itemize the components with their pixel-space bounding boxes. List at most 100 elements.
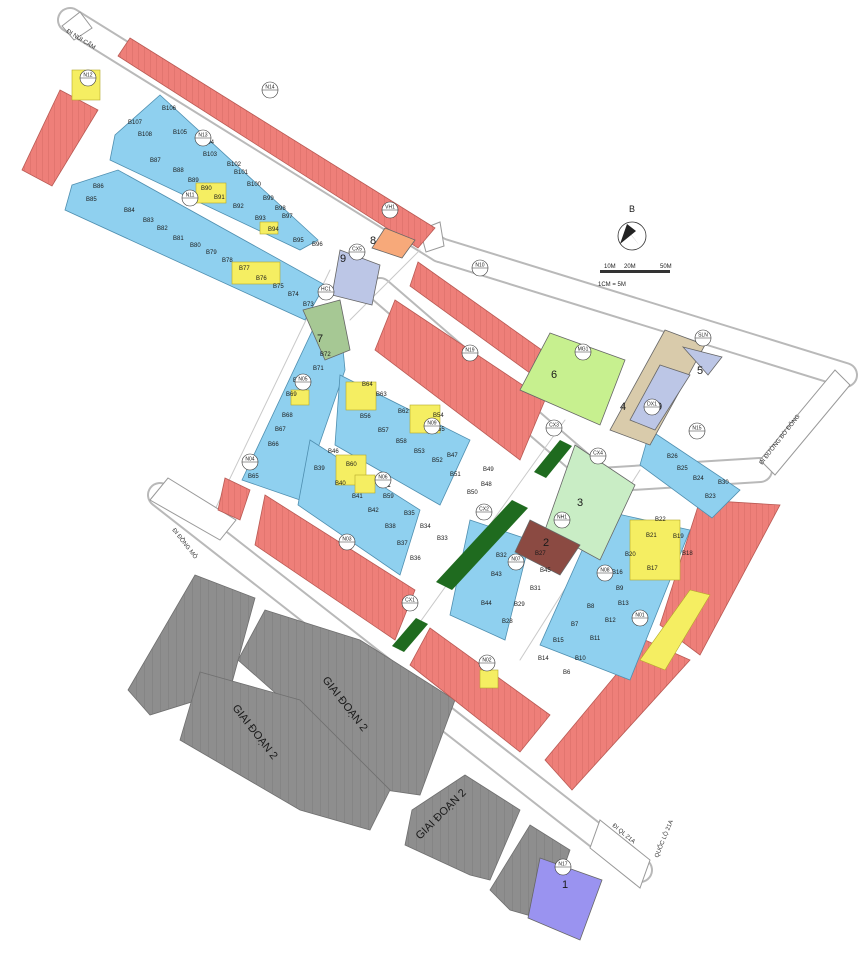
zone-number-5: 5 xyxy=(697,365,703,377)
block-label-b55: B55 xyxy=(434,427,445,433)
block-label-b1: B1 xyxy=(0,0,8,2)
lot-marker-code: N15 xyxy=(692,426,701,432)
strip-N18 xyxy=(374,299,546,461)
block-label-b51: B51 xyxy=(450,472,461,478)
road-label-ql21a-2: QUỐC LỘ 21A xyxy=(653,819,674,859)
block-label-b59: B59 xyxy=(383,494,394,500)
lot-marker-cx5: CX5 xyxy=(348,243,366,261)
lot-marker-code: CX2 xyxy=(479,507,489,513)
block-label-b7: B7 xyxy=(571,622,579,628)
lot-marker-n15: N15 xyxy=(688,422,706,440)
block-label-b26: B26 xyxy=(667,454,678,460)
corner-B41 xyxy=(354,474,376,494)
lot-marker-code: N13 xyxy=(198,133,207,139)
block-label-b49: B49 xyxy=(483,467,494,473)
lot-marker-code: N05 xyxy=(298,377,307,383)
lot-marker-cx2: CX2 xyxy=(475,503,493,521)
block-label-b95: B95 xyxy=(293,238,304,244)
zone-6-park xyxy=(519,332,626,426)
phase2-block-lower xyxy=(179,671,391,831)
block-label-b98: B98 xyxy=(275,206,286,212)
zone-numbers: 1 2 3 4 5 6 7 8 9 9 xyxy=(317,235,703,891)
block-label-b99: B99 xyxy=(263,196,274,202)
block-label-b86: B86 xyxy=(93,184,104,190)
lot-marker-n14: N14 xyxy=(261,81,279,99)
strip-west-corner xyxy=(21,89,99,187)
block-label-b25: B25 xyxy=(677,466,688,472)
zone-9-water-east xyxy=(629,364,691,431)
block-label-b19: B19 xyxy=(673,534,684,540)
corner-B40 xyxy=(335,454,367,486)
zone-number-4: 4 xyxy=(620,401,626,413)
block-label-b75: B75 xyxy=(273,284,284,290)
median-seg-1 xyxy=(534,440,572,478)
scale-bar: 10M 20M 50M 1CM = 5M xyxy=(598,264,672,288)
lot-marker-n03: N03 xyxy=(338,533,356,551)
lot-marker-code: N02 xyxy=(482,658,491,664)
lot-marker-n10: N10 xyxy=(471,259,489,277)
lot-marker-code: SLN xyxy=(698,333,708,339)
lot-marker-code: DX1 xyxy=(647,402,657,408)
block-label-b74: B74 xyxy=(288,292,299,298)
villa-block-B23 xyxy=(639,429,741,519)
lot-marker-dx1: DX1 xyxy=(643,398,661,416)
zone-3-square xyxy=(544,444,636,561)
block-label-b71: B71 xyxy=(313,366,324,372)
block-label-b41: B41 xyxy=(352,494,363,500)
special-zones xyxy=(302,227,723,941)
block-label-b21: B21 xyxy=(646,533,657,539)
block-label-b52: B52 xyxy=(432,458,443,464)
block-label-b24: B24 xyxy=(693,476,704,482)
corner-villas xyxy=(71,69,711,689)
block-label-b20: B20 xyxy=(625,552,636,558)
lot-marker-code: CX4 xyxy=(593,451,603,457)
phase2-areas xyxy=(127,574,571,921)
block-label-b105: B105 xyxy=(173,130,188,136)
block-label-b15: B15 xyxy=(553,638,564,644)
lot-marker-code: NH1 xyxy=(557,515,567,521)
block-label-b3: B3 xyxy=(0,0,8,2)
block-label-b4: B4 xyxy=(0,0,8,2)
block-label-b9: B9 xyxy=(616,586,624,592)
median-seg-2 xyxy=(436,500,528,590)
zone-5 xyxy=(681,346,723,376)
lot-marker-code: VH1 xyxy=(385,205,395,211)
lot-marker-n17: N17 xyxy=(554,858,572,876)
corner-N02 xyxy=(479,669,499,689)
zone-number-3: 3 xyxy=(577,497,583,509)
block-label-b43: B43 xyxy=(491,572,502,578)
block-label-b97: B97 xyxy=(282,214,293,220)
block-label-b73: B73 xyxy=(303,302,314,308)
block-label-b103: B103 xyxy=(203,152,218,158)
lot-marker-code: N08 xyxy=(600,568,609,574)
compass-north-label: B xyxy=(629,204,635,214)
scale-label-10m: 10M xyxy=(604,264,616,270)
block-label-b92: B92 xyxy=(233,204,244,210)
block-label-b33: B33 xyxy=(437,536,448,542)
phase2-block-south xyxy=(404,774,521,881)
block-label-b10: B10 xyxy=(575,656,586,662)
lot-marker-code: N09 xyxy=(427,421,436,427)
lot-marker-code: CX1 xyxy=(405,598,415,604)
lot-marker-n19: N19 xyxy=(461,344,479,362)
lot-marker-code: N11 xyxy=(186,193,195,199)
lot-marker-code: N14 xyxy=(265,85,274,91)
block-label-b6: B6 xyxy=(563,670,571,676)
block-label-b17: B17 xyxy=(647,566,658,572)
block-label-b83: B83 xyxy=(143,218,154,224)
block-label-b56: B56 xyxy=(360,414,371,420)
block-label-b76: B76 xyxy=(256,276,267,282)
scale-label-20m: 20M xyxy=(624,264,636,270)
block-label-b84: B84 xyxy=(124,208,135,214)
corner-B54 xyxy=(345,381,377,411)
zone-number-1: 1 xyxy=(562,879,568,891)
lot-marker-code: MG1 xyxy=(578,347,589,353)
zone-2-culture xyxy=(514,519,581,576)
block-label-b64: B64 xyxy=(362,382,373,388)
villa-block-B106 xyxy=(109,94,319,251)
block-label-b35: B35 xyxy=(404,511,415,517)
block-label-b107: B107 xyxy=(128,120,143,126)
block-label-b2: B2 xyxy=(0,0,8,2)
block-label-b81: B81 xyxy=(173,236,184,242)
block-label-b94: B94 xyxy=(268,227,279,233)
